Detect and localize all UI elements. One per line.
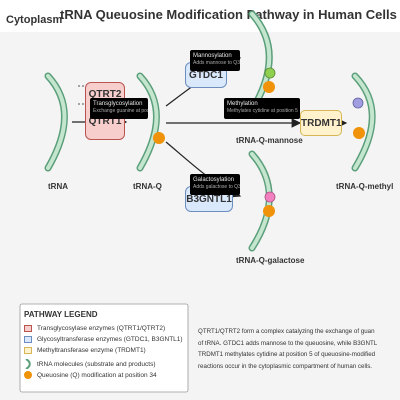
legend-item-trna: tRNA molecules (substrate and products) — [24, 359, 156, 369]
transglycosylase-swatch — [24, 325, 32, 332]
label-trna-q-methyl: tRNA-Q-methyl — [336, 182, 394, 191]
tooltip-title: Methylation — [227, 101, 258, 107]
tooltip-detail: Exchange guanine at position 34 with que… — [93, 108, 148, 115]
tooltip-detail: Adds mannose to Q34 — [193, 60, 240, 67]
trna-icon — [25, 359, 31, 369]
legend-title: PATHWAY LEGEND — [24, 310, 98, 319]
glycosyltransferase-swatch — [24, 336, 32, 343]
galactose-mod-dot — [264, 191, 276, 203]
legend-label: Transglycosylase enzymes (QTRT1/QTRT2) — [37, 325, 166, 332]
tooltip-title: Transglycosylation — [93, 101, 143, 107]
queuosine-dot-mannose — [263, 81, 275, 93]
description-line: of tRNA. GTDC1 adds mannose to the queuo… — [198, 339, 378, 347]
tooltip-detail: Methylates cytidine at position 5 — [227, 108, 298, 115]
legend-box — [19, 303, 189, 393]
queuosine-dot-trna-q — [153, 132, 165, 144]
diagram-title: tRNA Queuosine Modification Pathway in H… — [60, 7, 397, 22]
tooltip-methylation: Methylation Methylates cytidine at posit… — [224, 98, 300, 119]
qtrt1-label: QTRT1 — [88, 116, 122, 127]
description-line: TRDMT1 methylates cytidine at position 5… — [198, 351, 376, 358]
queuosine-dot — [24, 371, 32, 379]
legend-label: Queuosine (Q) modification at position 3… — [37, 371, 157, 379]
tooltip-galactosylation: Galactosylation Adds galactose to Q34 — [190, 174, 240, 195]
tooltip-title: Mannosylation — [193, 53, 232, 59]
legend-item-methyltransferase: Methyltransferase enzyme (TRDMT1) — [24, 347, 146, 354]
label-trna-q: tRNA-Q — [133, 182, 162, 191]
legend-label: Methyltransferase enzyme (TRDMT1) — [37, 347, 146, 354]
legend-item-transglycosylase: Transglycosylase enzymes (QTRT1/QTRT2) — [24, 325, 165, 332]
methyltransferase-swatch — [24, 347, 32, 354]
label-trna: tRNA — [48, 182, 68, 191]
legend-label: Glycosyltransferase enzymes (GTDC1, B3GN… — [37, 336, 183, 343]
legend-item-queuosine: Queuosine (Q) modification at position 3… — [24, 371, 157, 379]
tooltip-detail: Adds galactose to Q34 — [193, 184, 240, 191]
description-line: QTRT1/QTRT2 form a complex catalyzing th… — [198, 328, 375, 335]
qtrt2-label: QTRT2 — [88, 89, 122, 100]
label-trna-q-galactose: tRNA-Q-galactose — [236, 256, 305, 265]
compartment-label: Cytoplasm — [6, 14, 63, 26]
tooltip-title: Galactosylation — [193, 177, 235, 183]
legend-item-glycosyltransferase: Glycosyltransferase enzymes (GTDC1, B3GN… — [24, 336, 183, 343]
label-trna-q-mannose: tRNA-Q-mannose — [236, 136, 303, 145]
tooltip-transglycosylation: Transglycosylation Exchange guanine at p… — [90, 98, 148, 119]
queuosine-dot-methyl — [353, 127, 365, 139]
queuosine-dot-galactose — [263, 205, 275, 217]
mannose-mod-dot — [264, 67, 276, 79]
pathway-description: QTRT1/QTRT2 form a complex catalyzing th… — [198, 326, 400, 372]
description-line: reactions occur in the cytoplasmic compa… — [198, 362, 373, 370]
tooltip-mannosylation: Mannosylation Adds mannose to Q34 — [190, 50, 240, 71]
legend-label: tRNA molecules (substrate and products) — [37, 360, 156, 368]
trdmt1-enzyme[interactable]: TRDMT1 — [300, 110, 342, 136]
methyl-mod-dot — [352, 97, 364, 109]
